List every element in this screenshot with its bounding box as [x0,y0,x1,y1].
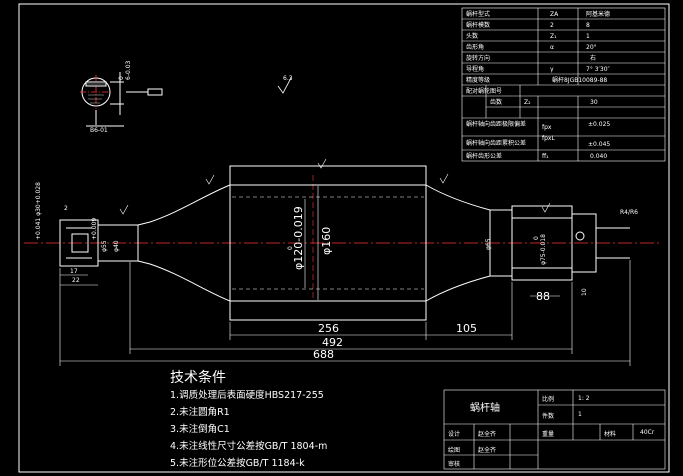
review-label: 审核 [448,460,460,468]
dimension-lines [59,186,631,366]
dim-left-tol: +0.041 φ30+0.028 [35,182,42,240]
spec-9-0: 蜗杆轴向齿距极限偏差 [466,120,526,128]
note-2: 2.未注圆角R1 [170,406,230,418]
check-label: 绘图 [448,446,460,454]
dim-688: 688 [313,348,334,361]
note-4: 4.未注线性尺寸公差按GB/T 1804-m [170,440,327,452]
spec-table-text: 蜗杆型式 ZA 阿基米德 蜗杆模数 2 8 头数 Z₁ 1 齿形角 α 20° … [466,10,611,160]
spec-11-2: 0.040 [590,153,607,160]
part-name: 蜗杆轴 [470,401,500,414]
dim-105: 105 [456,322,477,335]
dim-chamfer: R4/R6 [620,209,638,216]
dim-phi55: φ55 [101,240,108,252]
spec-8-3: 30 [590,99,598,106]
scale-label: 比例 [542,395,554,403]
section-label: B6-01 [90,127,108,134]
dim-17: 17 [70,268,78,275]
spec-9-1: fpx [542,124,552,131]
spec-10-2: ±0.045 [588,141,610,148]
spec-1-2: 8 [586,22,590,29]
dim-tol009: +0.009 [91,218,98,240]
spec-2-1: Z₁ [550,33,557,40]
spec-2-0: 头数 [466,32,478,40]
scale-value: 1: 2 [578,395,590,402]
dim-phi75-top: 0 [533,236,540,240]
worm-thread-lines [232,196,424,290]
spec-5-0: 导程角 [466,65,484,73]
spec-8-1: 齿数 [490,98,502,106]
spec-6-0: 精度等级 [466,76,490,84]
spec-3-2: 20° [586,44,597,51]
spec-3-0: 齿形角 [466,43,484,51]
note-1: 1.调质处理后表面硬度HBS217-255 [170,389,324,401]
spec-0-1: ZA [550,11,559,18]
spec-11-0: 蜗杆齿形公差 [466,152,502,160]
weight-label: 重量 [542,430,554,438]
notes-title: 技术条件 [170,369,226,386]
spec-10-1: fpxL [542,135,555,142]
spec-0-2: 阿基米德 [586,10,610,18]
dim-492: 492 [322,336,343,349]
dim-2: 2 [64,205,68,212]
spec-6-2: 蜗杆8JGB10089-88 [552,76,607,84]
note-5: 5.未注形位公差按GB/T 1184-k [170,457,305,469]
spec-5-2: 7° 3′30″ [586,66,611,73]
outer-frame [18,3,670,473]
qty-value: 1 [578,411,582,418]
dim-88: 88 [536,290,550,303]
dim-phi40: φ40 [113,240,120,252]
surface-marks [119,158,551,215]
spec-table [461,7,666,162]
spec-10-0: 蜗杆轴向齿距累积公差 [466,139,526,147]
design-label: 设计 [448,430,460,438]
spec-1-0: 蜗杆模数 [466,21,490,29]
spec-7-0: 配对蜗轮 [466,87,490,95]
note-3: 3.未注倒角C1 [170,423,230,435]
roughness-symbol [277,77,292,94]
dim-256: 256 [318,322,339,335]
spec-5-1: γ [550,66,554,73]
dim-phi160: φ160 [320,227,333,255]
spec-0-0: 蜗杆型式 [466,10,490,18]
spec-11-1: ff₁ [542,153,549,160]
dim-22: 22 [72,277,80,284]
spec-3-1: α [550,44,554,51]
section-view [80,72,163,127]
dim-10: 10 [581,288,588,296]
dim-phi120: φ120-0.019 [292,206,305,270]
material-label: 材料 [604,430,616,438]
keyway-dim: 6-0.03 [125,60,132,80]
spec-4-2: 右 [590,54,596,62]
spec-2-2: 1 [586,33,590,40]
spec-4-0: 旋转方向 [466,54,490,62]
dim-phi75: φ75-0.018 [540,234,547,265]
title-block [443,389,666,470]
shaft-outline [59,165,630,321]
spec-8-2: Z₂ [524,99,531,106]
qty-label: 件数 [542,412,554,420]
keyway-top: 0 [118,76,125,80]
spec-1-1: 2 [550,22,554,29]
check-name: 赵全齐 [478,446,496,454]
roughness-value: 6.3 [283,75,293,82]
dim-phi120-top: 0 [287,246,294,250]
spec-7-1: 图号 [490,88,502,95]
dim-phi65: φ65 [485,238,492,250]
design-name: 赵全齐 [478,430,496,438]
material-value: 40Cr [640,429,655,436]
shaft-centerline [24,175,662,300]
spec-9-2: ±0.025 [588,121,610,128]
